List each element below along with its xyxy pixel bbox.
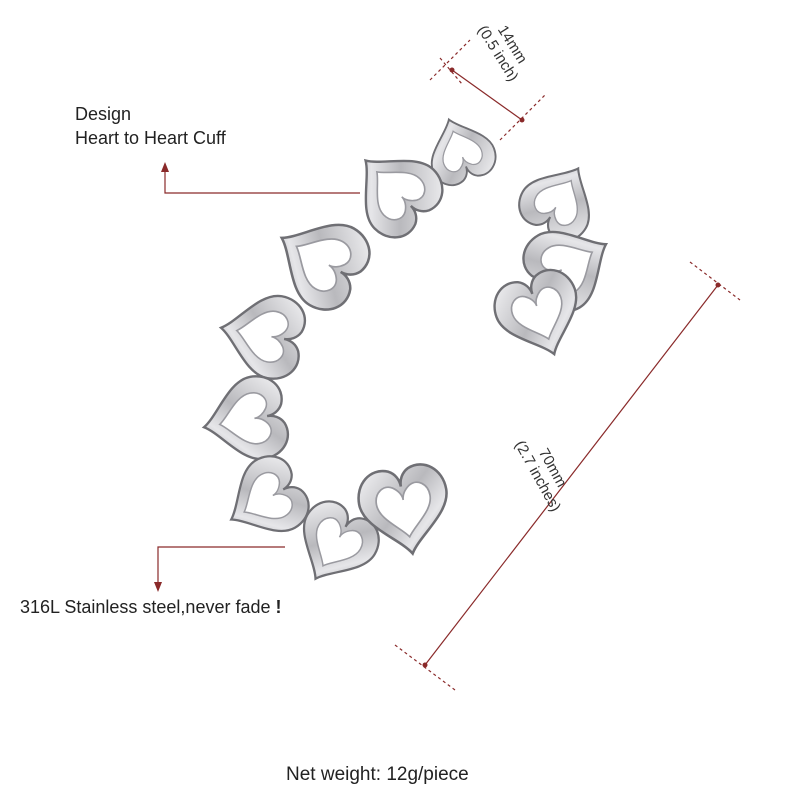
material-description: 316L Stainless steel,never fade <box>20 597 271 617</box>
net-weight: Net weight: 12g/piece <box>286 764 469 785</box>
design-callout-line <box>161 162 360 194</box>
width-dimension-line <box>429 39 546 141</box>
exclamation-mark: ! <box>275 597 282 617</box>
diameter-dimension-line <box>394 261 741 691</box>
design-heading: Design <box>75 104 132 124</box>
design-name: Heart to Heart Cuff <box>75 128 226 148</box>
material-text: 316L Stainless steel,never fade ! <box>20 597 282 618</box>
material-callout-line <box>154 546 285 592</box>
